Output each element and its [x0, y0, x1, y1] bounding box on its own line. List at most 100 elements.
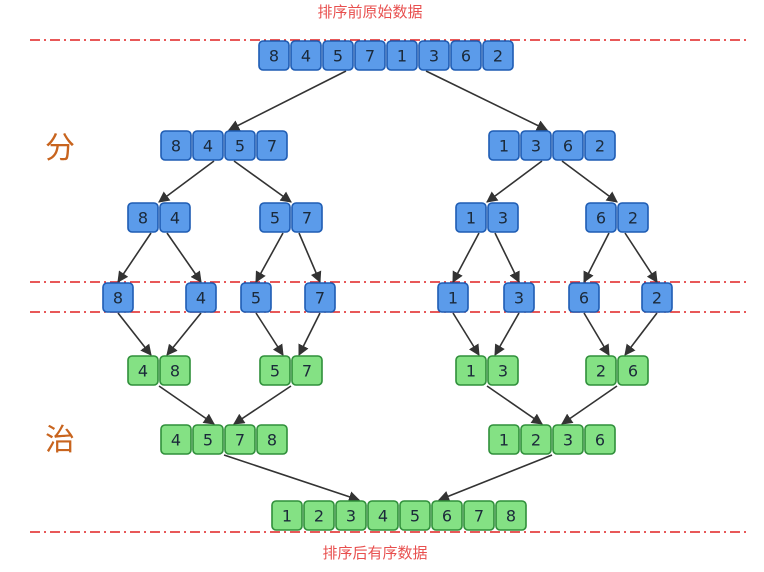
number-cell [617, 202, 649, 233]
number-cell [160, 130, 192, 161]
flow-arrow [233, 160, 292, 203]
flow-arrow [117, 232, 152, 283]
flow-arrow [561, 160, 618, 203]
number-cell-value: 7 [365, 47, 375, 66]
number-cell-value: 1 [466, 209, 476, 228]
number-cell-value: 5 [410, 507, 420, 526]
number-cell-value: 6 [628, 362, 638, 381]
number-cell [585, 355, 617, 386]
number-cell-value: 2 [531, 431, 541, 450]
number-cell-value: 3 [563, 431, 573, 450]
number-cell [127, 355, 159, 386]
number-cell [290, 40, 322, 71]
number-cell [617, 355, 649, 386]
flow-arrow [298, 312, 321, 357]
number-cell [386, 40, 418, 71]
flow-arrow [227, 70, 347, 131]
flow-arrow [117, 312, 152, 356]
flow-arrow [223, 454, 361, 503]
number-cell-value: 5 [270, 209, 280, 228]
flow-arrow [425, 70, 549, 131]
number-cell [584, 130, 616, 161]
flow-arrow [561, 385, 618, 425]
number-cell [495, 500, 527, 531]
flow-arrow [298, 232, 322, 284]
number-cell [399, 500, 431, 531]
number-cell-value: 8 [170, 362, 180, 381]
number-cell-value: 8 [171, 137, 181, 156]
number-cell-value: 5 [333, 47, 343, 66]
flow-arrow [486, 160, 543, 203]
number-cell [503, 282, 535, 313]
number-cell [335, 500, 367, 531]
flow-arrow [158, 160, 215, 203]
number-cell [102, 282, 134, 313]
number-cell [354, 40, 386, 71]
number-cell-value: 8 [113, 289, 123, 308]
number-cell [585, 202, 617, 233]
number-cell-value: 7 [315, 289, 325, 308]
number-cell [271, 500, 303, 531]
number-cell-value: 6 [579, 289, 589, 308]
number-cell-value: 7 [302, 362, 312, 381]
flow-arrow [437, 454, 553, 502]
arrow-layer [117, 70, 658, 503]
number-cell [455, 355, 487, 386]
number-cell [291, 202, 323, 233]
number-cell [520, 424, 552, 455]
number-cell [568, 282, 600, 313]
number-cell-value: 8 [267, 431, 277, 450]
number-cell [185, 282, 217, 313]
number-cell [256, 424, 288, 455]
number-cell [641, 282, 673, 313]
number-cell-value: 2 [493, 47, 503, 66]
number-cell-value: 2 [628, 209, 638, 228]
number-cell-value: 3 [531, 137, 541, 156]
number-cell [552, 424, 584, 455]
number-cell-value: 3 [346, 507, 356, 526]
number-cell [367, 500, 399, 531]
number-cell-value: 4 [301, 47, 311, 66]
number-cell-value: 2 [314, 507, 324, 526]
row-single: 5 [240, 282, 272, 313]
number-cell-value: 4 [378, 507, 388, 526]
number-cell [258, 40, 290, 71]
number-cell [487, 202, 519, 233]
row-single: 3 [503, 282, 535, 313]
number-cell-value: 1 [499, 137, 509, 156]
number-cell-value: 5 [251, 289, 261, 308]
number-cell [224, 424, 256, 455]
number-cell [487, 355, 519, 386]
row-single: 4 [185, 282, 217, 313]
number-cell-value: 6 [461, 47, 471, 66]
number-cell-value: 8 [269, 47, 279, 66]
number-cell-value: 5 [203, 431, 213, 450]
number-cell [488, 424, 520, 455]
number-cell-value: 3 [498, 362, 508, 381]
flow-arrow [494, 312, 520, 356]
top-caption: 排序前原始数据 [317, 3, 422, 21]
number-cell-value: 4 [203, 137, 213, 156]
flow-arrow [494, 232, 520, 284]
number-cell [303, 500, 335, 531]
number-cell-value: 1 [397, 47, 407, 66]
bottom-caption: 排序后有序数据 [322, 544, 427, 562]
number-cell-value: 6 [442, 507, 452, 526]
number-cell-value: 6 [563, 137, 573, 156]
number-cell [192, 130, 224, 161]
row-single: 2 [641, 282, 673, 313]
number-cell-value: 2 [596, 362, 606, 381]
flow-arrow [452, 312, 480, 356]
